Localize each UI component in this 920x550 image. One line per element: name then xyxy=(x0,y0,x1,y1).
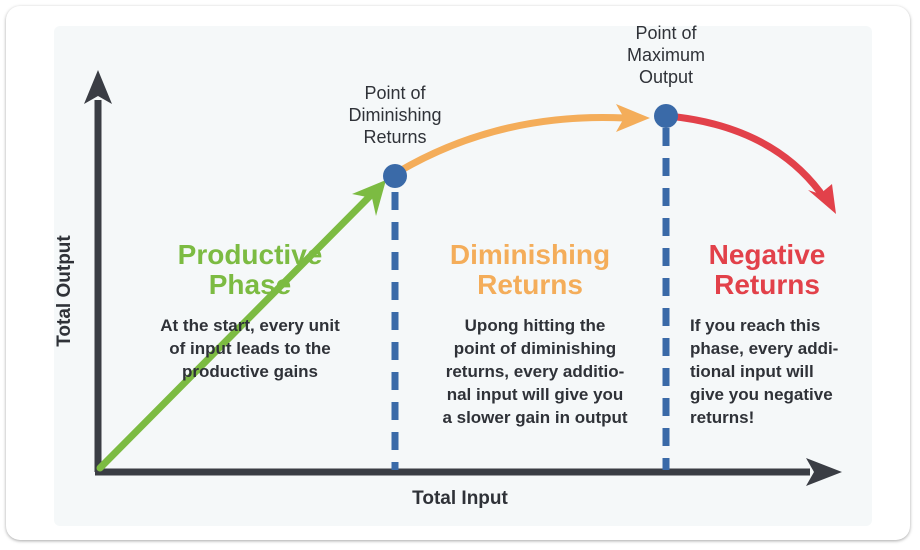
diminishing-curve xyxy=(394,114,629,176)
diminishing-phase-description: Upong hitting the point of diminishing r… xyxy=(442,316,628,427)
negative-curve xyxy=(664,112,824,196)
negative-phase-description: If you reach this phase, every addi- tio… xyxy=(690,316,839,427)
x-axis-arrowhead xyxy=(806,458,842,486)
point-of-diminishing-returns xyxy=(383,164,407,188)
productive-phase-title: Productive Phase xyxy=(177,239,323,300)
y-axis-arrowhead xyxy=(84,70,112,104)
productive-curve xyxy=(96,192,374,472)
x-axis-label: Total Input xyxy=(412,488,508,509)
negative-phase-title: Negative Returns xyxy=(708,239,826,300)
productive-phase-description: At the start, every unit of input leads … xyxy=(160,316,340,381)
diminishing-phase-title: Diminishing Returns xyxy=(449,239,611,300)
diminishing-arrowhead xyxy=(616,104,650,132)
diminishing-point-label: Point of Diminishing Returns xyxy=(348,83,442,147)
point-of-maximum-output xyxy=(654,104,678,128)
y-axis-label: Total Output xyxy=(54,235,75,347)
maximum-point-label: Point of Maximum Output xyxy=(626,23,705,87)
diagram-panel xyxy=(54,26,872,526)
productive-arrowhead xyxy=(352,180,386,216)
diagram-frame xyxy=(6,6,910,540)
negative-arrowhead xyxy=(808,184,836,214)
